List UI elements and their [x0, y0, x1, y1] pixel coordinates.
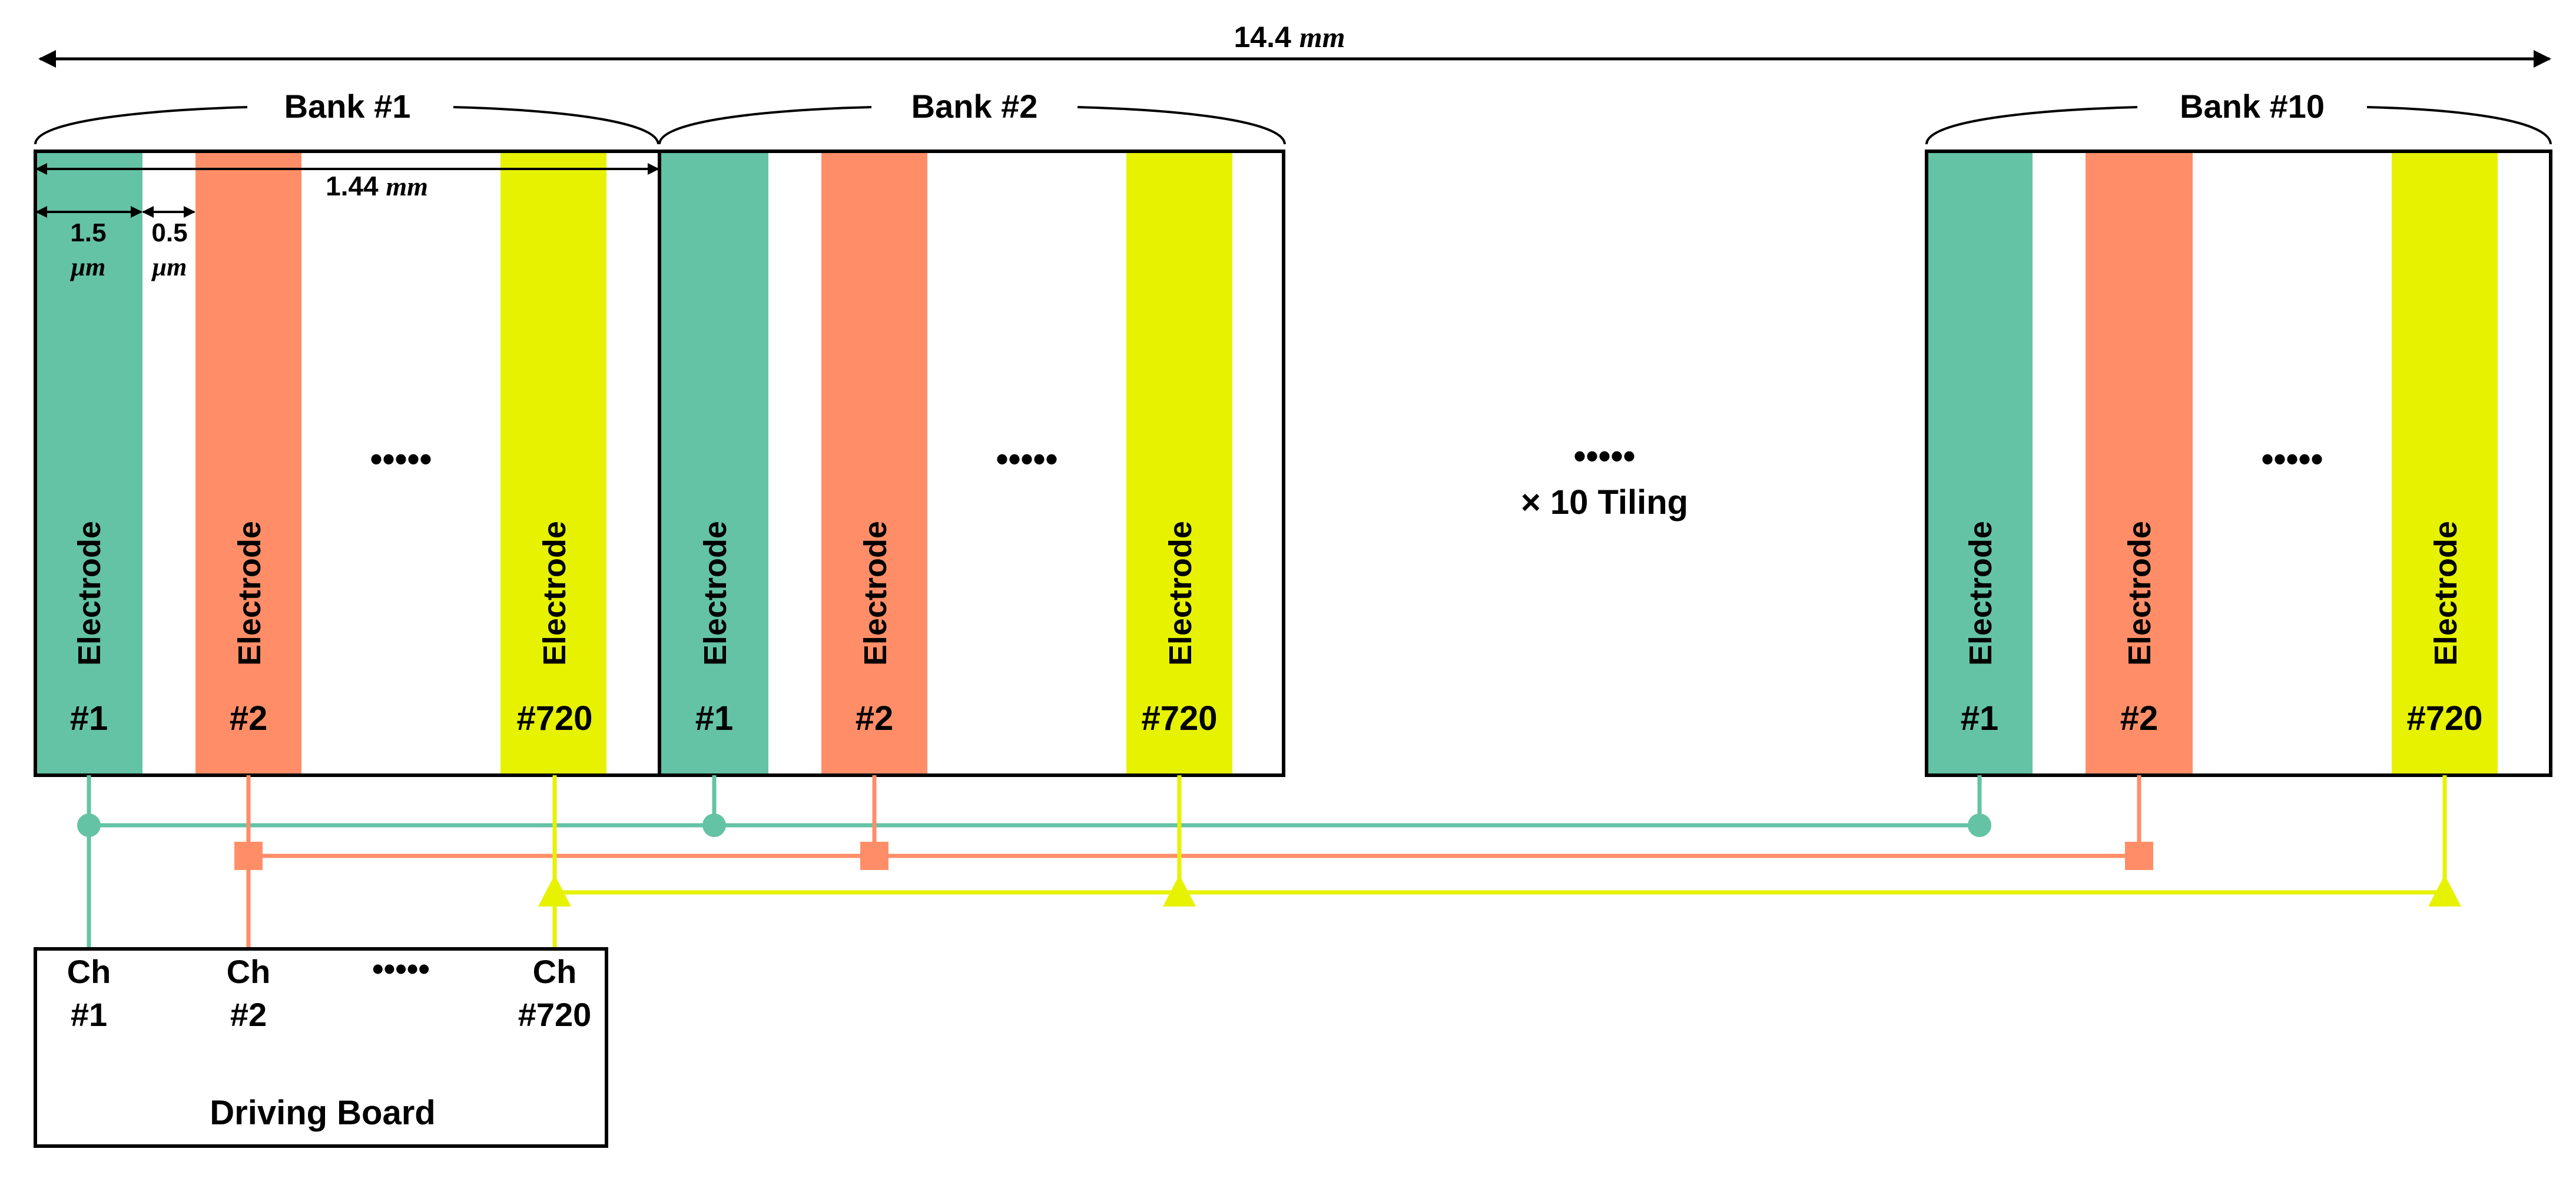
- bank-2-electrode-1: [661, 151, 768, 775]
- junction-electrode-1-bank-10: [1968, 814, 1991, 837]
- bank-10-electrode-720-number: #720: [2406, 699, 2482, 738]
- junction-electrode-2-bank-10: [2125, 842, 2153, 870]
- bank-10-electrode-1-word: Electrode: [1963, 521, 1998, 666]
- bank-2-label: Bank #2: [911, 88, 1038, 125]
- channel-2-word: Ch: [227, 953, 271, 990]
- bank-10-electrode-1-number: #1: [1961, 699, 1999, 738]
- gap-width-unit: μm: [151, 253, 187, 281]
- channel-720-word: Ch: [533, 953, 577, 990]
- bank-1-electrode-720-number: #720: [516, 699, 592, 738]
- bank-1-electrode-1-word: Electrode: [72, 521, 107, 666]
- bank-1-electrode-720-word: Electrode: [537, 521, 572, 666]
- bank-1-electrode-720: [500, 151, 606, 775]
- bank-2-electrode-2: [821, 151, 927, 775]
- tiling-label: × 10 Tiling: [1521, 483, 1688, 522]
- bank-2-electrode-1-word: Electrode: [698, 521, 733, 666]
- junction-electrode-1-bank-2: [702, 814, 726, 837]
- bank-1-electrode-2: [195, 151, 301, 775]
- bank-2-ellipsis: •••••: [996, 439, 1057, 479]
- bank-2-electrode-720: [1126, 151, 1232, 775]
- bank-2-electrode-1-number: #1: [695, 699, 734, 738]
- bank-width-label: 1.44 mm: [326, 171, 428, 201]
- bank-2-electrode-720-word: Electrode: [1163, 521, 1198, 666]
- driving-board-label: Driving Board: [210, 1094, 436, 1132]
- wire-electrode-720: [552, 775, 2447, 949]
- junction-electrode-720-bank-1: [538, 875, 571, 907]
- junction-electrode-2-bank-1: [234, 842, 263, 870]
- bank-1-electrode-2-number: #2: [230, 699, 268, 738]
- bank-2-brace: [658, 106, 1286, 145]
- bank-2-electrode-2-number: #2: [856, 699, 894, 738]
- bank-1-ellipsis: •••••: [370, 439, 432, 479]
- junction-electrode-1-bank-1: [77, 814, 101, 837]
- bank-1-label: Bank #1: [284, 88, 411, 125]
- bank-10-electrode-2-word: Electrode: [2122, 521, 2157, 666]
- wire-electrode-2: [246, 775, 2141, 949]
- bank-1-electrode-1-number: #1: [70, 699, 108, 738]
- bank-1-brace: [34, 106, 659, 145]
- driving-board: [34, 947, 608, 1148]
- bank-10-electrode-720-word: Electrode: [2428, 521, 2464, 666]
- electrode-width-value: 1.5: [70, 218, 106, 247]
- bank-10-frame: [1925, 150, 2552, 777]
- channel-ellipsis: •••••: [372, 950, 430, 987]
- wire-electrode-1: [87, 775, 1982, 949]
- bank-2-frame: [658, 150, 1285, 777]
- channel-1-number: #1: [71, 996, 107, 1033]
- channel-1-word: Ch: [67, 953, 111, 990]
- electrode-width-unit: μm: [70, 253, 106, 281]
- bank-1-electrode-2-word: Electrode: [232, 521, 267, 666]
- bank-10-label: Bank #10: [2180, 88, 2325, 125]
- junction-electrode-720-bank-10: [2428, 875, 2461, 907]
- bank-10-ellipsis: •••••: [2261, 439, 2323, 479]
- bank-10-electrode-1: [1927, 151, 2033, 775]
- bank-2-electrode-2-word: Electrode: [858, 521, 893, 666]
- gap-width-value: 0.5: [151, 218, 187, 247]
- bank-10-electrode-2: [2086, 151, 2193, 775]
- bank-10-electrode-2-number: #2: [2120, 699, 2159, 738]
- bank-1-electrode-1: [35, 151, 142, 775]
- junction-electrode-720-bank-2: [1163, 875, 1196, 907]
- total-width-label: 14.4 mm: [1234, 21, 1345, 54]
- bank-2-electrode-720-number: #720: [1141, 699, 1217, 738]
- channel-720-number: #720: [518, 996, 592, 1033]
- junction-electrode-2-bank-2: [860, 842, 888, 870]
- tiling-ellipsis: •••••: [1573, 436, 1635, 476]
- channel-2-number: #2: [230, 996, 267, 1033]
- bank-10-brace: [1925, 106, 2552, 145]
- bank-10-electrode-720: [2392, 151, 2498, 775]
